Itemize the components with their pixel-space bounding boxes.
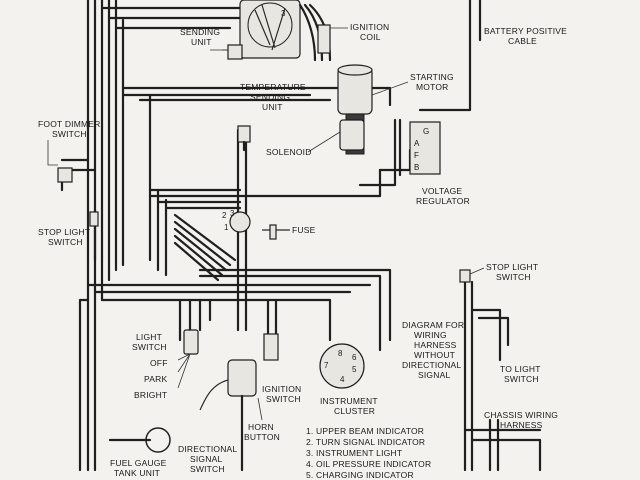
light-switch [177, 329, 199, 389]
label-voltage-regulator: VOLTAGE REGULATOR [416, 186, 470, 206]
label-starting-motor: STARTING MOTOR [410, 72, 456, 92]
label-sending-unit: SENDING UNIT [180, 27, 223, 47]
stop-light-switch-right-part [459, 269, 471, 283]
cluster-number-8: 8 [338, 349, 343, 358]
label-stop-light-switch-right: STOP LIGHT SWITCH [486, 262, 541, 282]
label-ignition-coil: IGNITION COIL [350, 22, 392, 42]
instrument-cluster: 8 6 5 7 4 [319, 343, 365, 389]
label-ignition-switch: IGNITION SWITCH [262, 384, 304, 404]
label-horn-button: HORN BUTTON [244, 422, 280, 442]
legend-item-2: 2. TURN SIGNAL INDICATOR [306, 437, 425, 447]
label-foot-dimmer-switch: FOOT DIMMER SWITCH [38, 119, 103, 139]
label-fuse: FUSE [292, 225, 316, 235]
fuse-number-1: 1 [224, 223, 229, 232]
regulator-terminal-a: A [414, 139, 420, 148]
label-temperature-sending-unit: TEMPERATURE SENDING UNIT [240, 82, 308, 112]
temperature-sending-unit [237, 125, 251, 152]
fuse-number-3: 3 [230, 209, 235, 218]
legend-item-4: 4. OIL PRESSURE INDICATOR [306, 459, 431, 469]
label-park: PARK [144, 374, 167, 384]
ignition-switch [263, 333, 279, 361]
regulator-terminal-f: F [414, 151, 419, 160]
fuse-block: 2 3 1 [222, 209, 277, 240]
voltage-regulator: G A F B [409, 121, 441, 175]
legend-item-5: 5. CHARGING INDICATOR [306, 470, 414, 480]
foot-dimmer-switch [47, 140, 73, 183]
solenoid [339, 119, 365, 151]
distributor: 3 [239, 0, 301, 59]
cluster-number-6: 6 [352, 353, 357, 362]
label-light-switch: LIGHT SWITCH [132, 332, 167, 352]
label-solenoid: SOLENOID [266, 147, 312, 157]
sending-unit [222, 44, 243, 60]
fuse-number-2: 2 [222, 211, 227, 220]
wire-harness [60, 0, 542, 472]
label-bright: BRIGHT [134, 390, 167, 400]
regulator-terminal-b: B [414, 163, 420, 172]
label-instrument-cluster: INSTRUMENT CLUSTER [320, 396, 380, 416]
stop-light-switch-left-part [89, 211, 99, 227]
directional-signal-switch-part [199, 359, 257, 472]
label-chassis-wiring-harness: CHASSIS WIRING HARNESS [484, 410, 561, 430]
fuel-gauge-tank-unit-part [145, 427, 171, 453]
label-stop-light-switch-left: STOP LIGHT SWITCH [38, 227, 93, 247]
legend-item-1: 1. UPPER BEAM INDICATOR [306, 426, 424, 436]
legend-item-3: 3. INSTRUMENT LIGHT [306, 448, 402, 458]
cluster-number-7: 7 [324, 361, 329, 370]
label-off: OFF [150, 358, 168, 368]
component-labels: SENDING UNIT IGNITION COIL BATTERY POSIT… [38, 22, 570, 478]
regulator-terminal-g: G [423, 127, 429, 136]
label-directional-signal-switch: DIRECTIONAL SIGNAL SWITCH [178, 444, 240, 474]
cluster-number-4: 4 [340, 375, 345, 384]
distributor-number: 3 [281, 9, 286, 18]
ignition-coil-bundle [298, 3, 332, 62]
label-fuel-gauge-tank-unit: FUEL GAUGE TANK UNIT [110, 458, 169, 478]
label-diagram-note: DIAGRAM FOR WIRING HARNESS WITHOUT DIREC… [402, 320, 467, 380]
cluster-number-5: 5 [352, 365, 357, 374]
legend: 1. UPPER BEAM INDICATOR 2. TURN SIGNAL I… [306, 426, 431, 480]
horn-button-part [257, 397, 263, 421]
label-battery-positive-cable: BATTERY POSITIVE CABLE [484, 26, 570, 46]
label-to-light-switch: TO LIGHT SWITCH [500, 364, 543, 384]
